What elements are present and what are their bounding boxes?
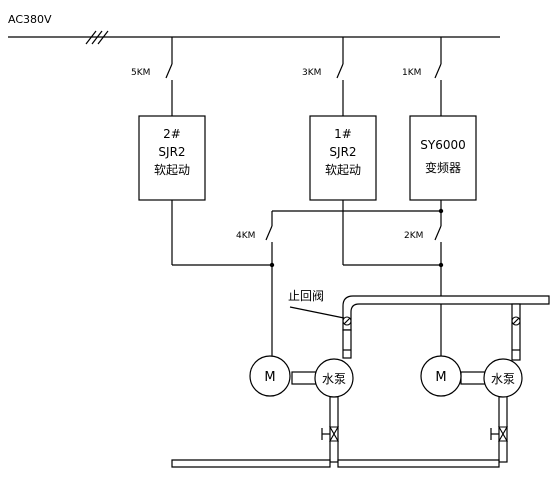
pump-left: 水泵 <box>314 358 354 398</box>
shaft-right <box>460 371 486 385</box>
soft1-line2: SJR2 <box>329 145 356 159</box>
switch-2km <box>434 225 442 241</box>
gate-valve-left <box>321 426 339 442</box>
vfd-line2: 变频器 <box>425 160 461 175</box>
discharge-pipe <box>342 295 550 361</box>
gate-valve-right <box>490 426 508 442</box>
soft2-line3: 软起动 <box>154 163 190 177</box>
valve-leader <box>289 306 345 319</box>
pump-right: 水泵 <box>483 358 523 398</box>
label-5km: 5KM <box>131 68 150 78</box>
check-valve-left <box>342 316 352 326</box>
check-valve-right <box>511 316 521 326</box>
motor-left: M <box>249 355 291 397</box>
vfd-box: SY6000 变频器 <box>409 115 477 201</box>
vfd-output <box>271 200 444 226</box>
label-1km: 1KM <box>402 68 421 78</box>
switch-4km-group: 4KM <box>236 225 275 268</box>
soft1-output <box>342 200 441 266</box>
vfd-line1: SY6000 <box>420 138 466 152</box>
motor-right: M <box>420 355 462 397</box>
branch-1km: 1KM <box>402 37 442 116</box>
soft2-line1: 2# <box>163 127 181 141</box>
soft2-line2: SJR2 <box>158 145 185 159</box>
power-bus: AC380V <box>8 13 500 45</box>
valve-label: 止回阀 <box>288 289 324 303</box>
soft1-line3: 软起动 <box>325 163 361 177</box>
branch-3km: 3KM <box>302 37 344 116</box>
switch-4km <box>265 225 273 241</box>
pump-right-label: 水泵 <box>491 372 515 386</box>
three-phase-marks <box>85 30 109 45</box>
motor-left-label: M <box>264 370 275 385</box>
soft1-line1: 1# <box>334 127 352 141</box>
suction-pipe <box>171 391 508 468</box>
branch-5km: 5KM <box>131 37 173 116</box>
motor-right-label: M <box>435 370 446 385</box>
soft-starter-2: 2# SJR2 软起动 <box>138 115 206 201</box>
switch-5km <box>165 63 173 79</box>
label-3km: 3KM <box>302 68 321 78</box>
soft2-output <box>171 200 272 266</box>
label-2km: 2KM <box>404 231 423 241</box>
pump-left-label: 水泵 <box>322 372 346 386</box>
shaft-left <box>291 371 317 385</box>
switch-2km-group: 2KM <box>404 225 444 268</box>
switch-3km <box>336 63 344 79</box>
supply-label: AC380V <box>8 13 52 26</box>
soft-starter-1: 1# SJR2 软起动 <box>309 115 377 201</box>
label-4km: 4KM <box>236 231 255 241</box>
switch-1km <box>434 63 442 79</box>
